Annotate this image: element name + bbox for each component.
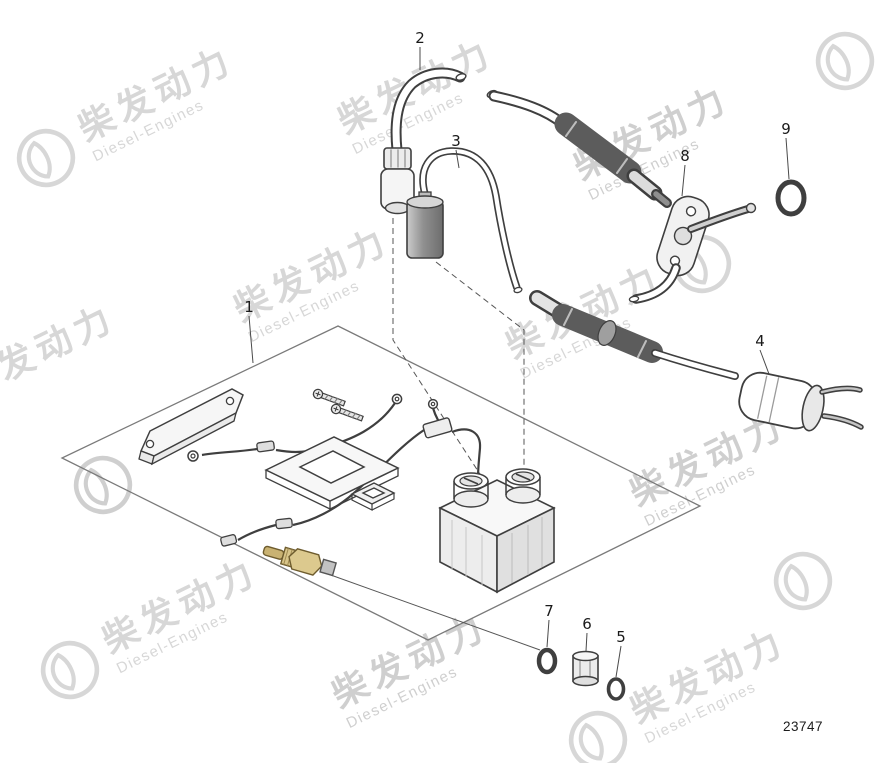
reference-line-sensor	[327, 573, 541, 651]
callout-9: 9	[781, 120, 791, 138]
kit-relay	[438, 468, 556, 594]
part-2-braided-cable	[529, 290, 739, 380]
callout-5: 5	[616, 628, 626, 646]
callout-8: 8	[680, 147, 690, 165]
callout-leader-1	[248, 315, 254, 364]
callout-4: 4	[755, 332, 765, 350]
callout-7: 7	[544, 602, 554, 620]
callout-leader-6	[585, 632, 588, 652]
kit-screw-2	[330, 403, 364, 422]
callout-leader-9	[785, 137, 790, 180]
kit-temp-sensor	[262, 545, 337, 577]
callout-6: 6	[582, 615, 592, 633]
callout-leader-5	[615, 645, 622, 678]
kit-bracket	[138, 388, 244, 466]
part-2-hose-assembly	[380, 67, 672, 215]
callout-leader-3	[455, 149, 460, 169]
part-9-o-ring	[775, 179, 807, 217]
dashed-reference-lines	[392, 218, 525, 489]
part-3-sensor	[406, 147, 523, 294]
part-4-cable-plug	[738, 371, 864, 432]
callout-3: 3	[451, 132, 461, 150]
part-5-o-ring	[606, 677, 626, 701]
callout-leader-8	[681, 164, 686, 197]
kit-wiring	[187, 393, 482, 547]
kit-screw-1	[312, 388, 346, 407]
part-6-fitting	[572, 650, 599, 687]
callout-2: 2	[415, 29, 425, 47]
callout-leader-7	[546, 619, 550, 648]
part-1-kit-plane	[60, 325, 702, 641]
part-7-washer	[536, 647, 558, 675]
drawing-number: 23747	[783, 719, 824, 734]
kit-holder-plate	[264, 436, 400, 511]
callout-leader-4	[759, 349, 770, 375]
kit-clip-plate	[350, 482, 396, 511]
callout-1: 1	[244, 298, 254, 316]
